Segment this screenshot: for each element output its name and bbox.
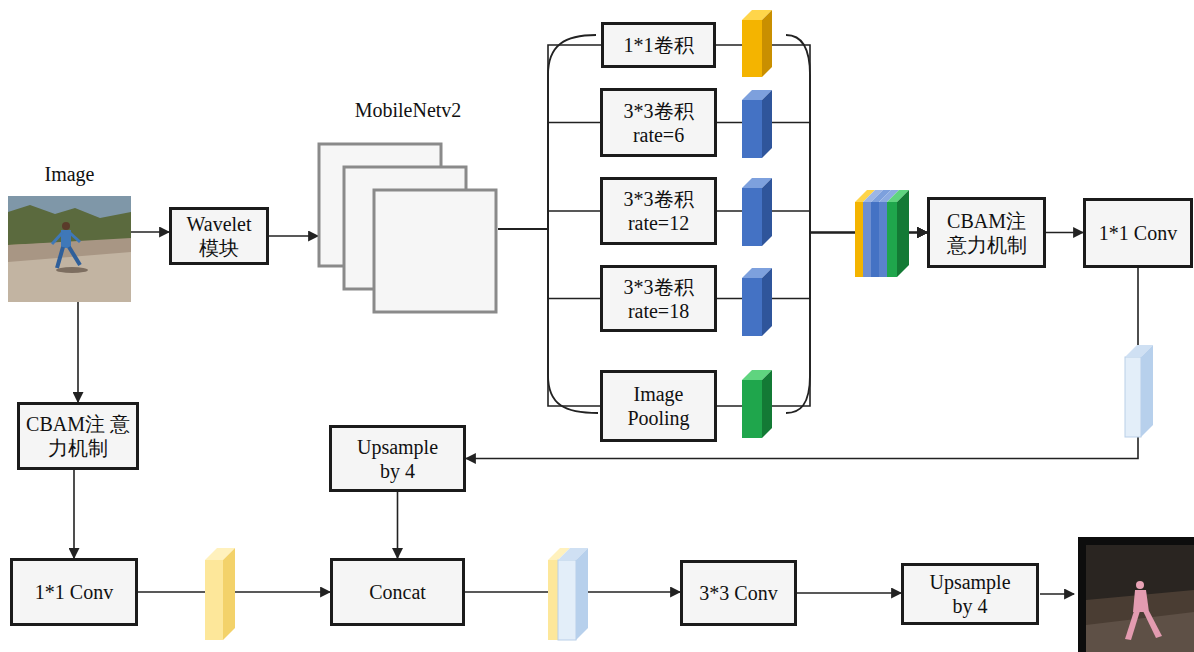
connector [73,470,75,558]
feature-block [762,90,772,158]
segmented-person [1133,590,1149,612]
node-label: Concat [369,580,426,604]
photo-person [52,233,62,244]
photo-person [69,247,80,265]
node-label: 1*1 Conv [1099,221,1177,245]
feature-stack [863,202,871,277]
segmented-person [1136,581,1144,589]
process-box: Concat [330,558,465,626]
output-image [1086,612,1194,652]
node-label: 1*1卷积 [624,33,694,57]
connector [397,492,399,558]
process-box: CBAM注 意力机制 [17,402,139,470]
connector [498,211,600,229]
node-label: 1*1 Conv [35,580,113,604]
feature-stack [558,560,576,640]
photo-ground [8,196,131,302]
node-label: Upsample by 4 [350,435,445,483]
output-image [1078,537,1194,652]
feature-block [205,560,223,640]
node-label: CBAM注 意力机制 [935,209,1038,257]
feature-stack [855,202,863,277]
labelled-figure: MobileNetv2 [318,98,498,312]
connector [498,229,600,299]
process-box: 3*3卷积 rate=6 [600,88,717,157]
connector [466,268,1138,459]
feature-block [1125,357,1141,437]
process-box: CBAM注 意力机制 [927,197,1046,268]
feature-map [374,190,496,312]
photo-shadow [56,267,88,273]
node-label: Image [45,162,95,186]
connector [797,592,901,594]
labelled-figure: Image [8,162,131,302]
process-box: Wavelet 模块 [169,207,269,265]
feature-stack [871,202,879,277]
connector [498,123,600,230]
photo-person [57,247,63,268]
node-label: MobileNetv2 [355,98,462,122]
feature-block [223,548,235,640]
connector [269,235,318,237]
node-label: Wavelet 模块 [177,212,261,260]
feature-block [742,188,762,246]
process-box: 1*1 Conv [1083,198,1193,268]
feature-block [1141,345,1153,437]
connector [131,231,169,233]
feature-block [742,380,762,438]
feature-stack [897,190,909,277]
connector [77,302,79,402]
segmented-person [1143,611,1162,638]
feature-block [762,178,772,246]
feature-block [742,278,762,336]
photo-road [8,252,131,302]
node-label: CBAM注 意力机制 [25,412,131,460]
feature-block [762,10,772,77]
process-box: 3*3 Conv [680,560,797,626]
feature-block [742,20,762,77]
photo-person [70,233,80,242]
bracket [548,35,598,413]
process-box: Image Pooling [600,370,717,442]
node-label: Upsample by 4 [922,570,1018,618]
process-box: 3*3卷积 rate=18 [600,265,717,332]
feature-block [762,370,772,438]
feature-stack [879,202,887,277]
process-box: 1*1 Conv [10,558,138,626]
photo-person [62,222,70,230]
process-box: 1*1卷积 [601,22,716,68]
node-label: 3*3 Conv [699,581,777,605]
feature-block [742,100,762,158]
process-box: 3*3卷积 rate=12 [600,177,717,245]
photo-person [61,230,71,248]
arrow [1040,593,1074,595]
node-label: Image Pooling [611,382,706,430]
process-box: Upsample by 4 [901,563,1039,625]
output-image [1086,545,1194,652]
feature-block [762,268,772,336]
node-label: 3*3卷积 rate=18 [611,275,706,323]
connector [498,45,601,229]
photo-road [8,238,131,302]
segmented-person [1125,611,1140,640]
node-label: 3*3卷积 rate=6 [611,99,706,147]
feature-stack [548,560,558,640]
node-label: 3*3卷积 rate=12 [611,187,706,235]
feature-stack [576,548,588,640]
process-box: Upsample by 4 [329,425,466,492]
output-image [1086,590,1194,652]
feature-stack [887,202,897,277]
bracket [786,35,810,413]
connector [1046,232,1083,234]
